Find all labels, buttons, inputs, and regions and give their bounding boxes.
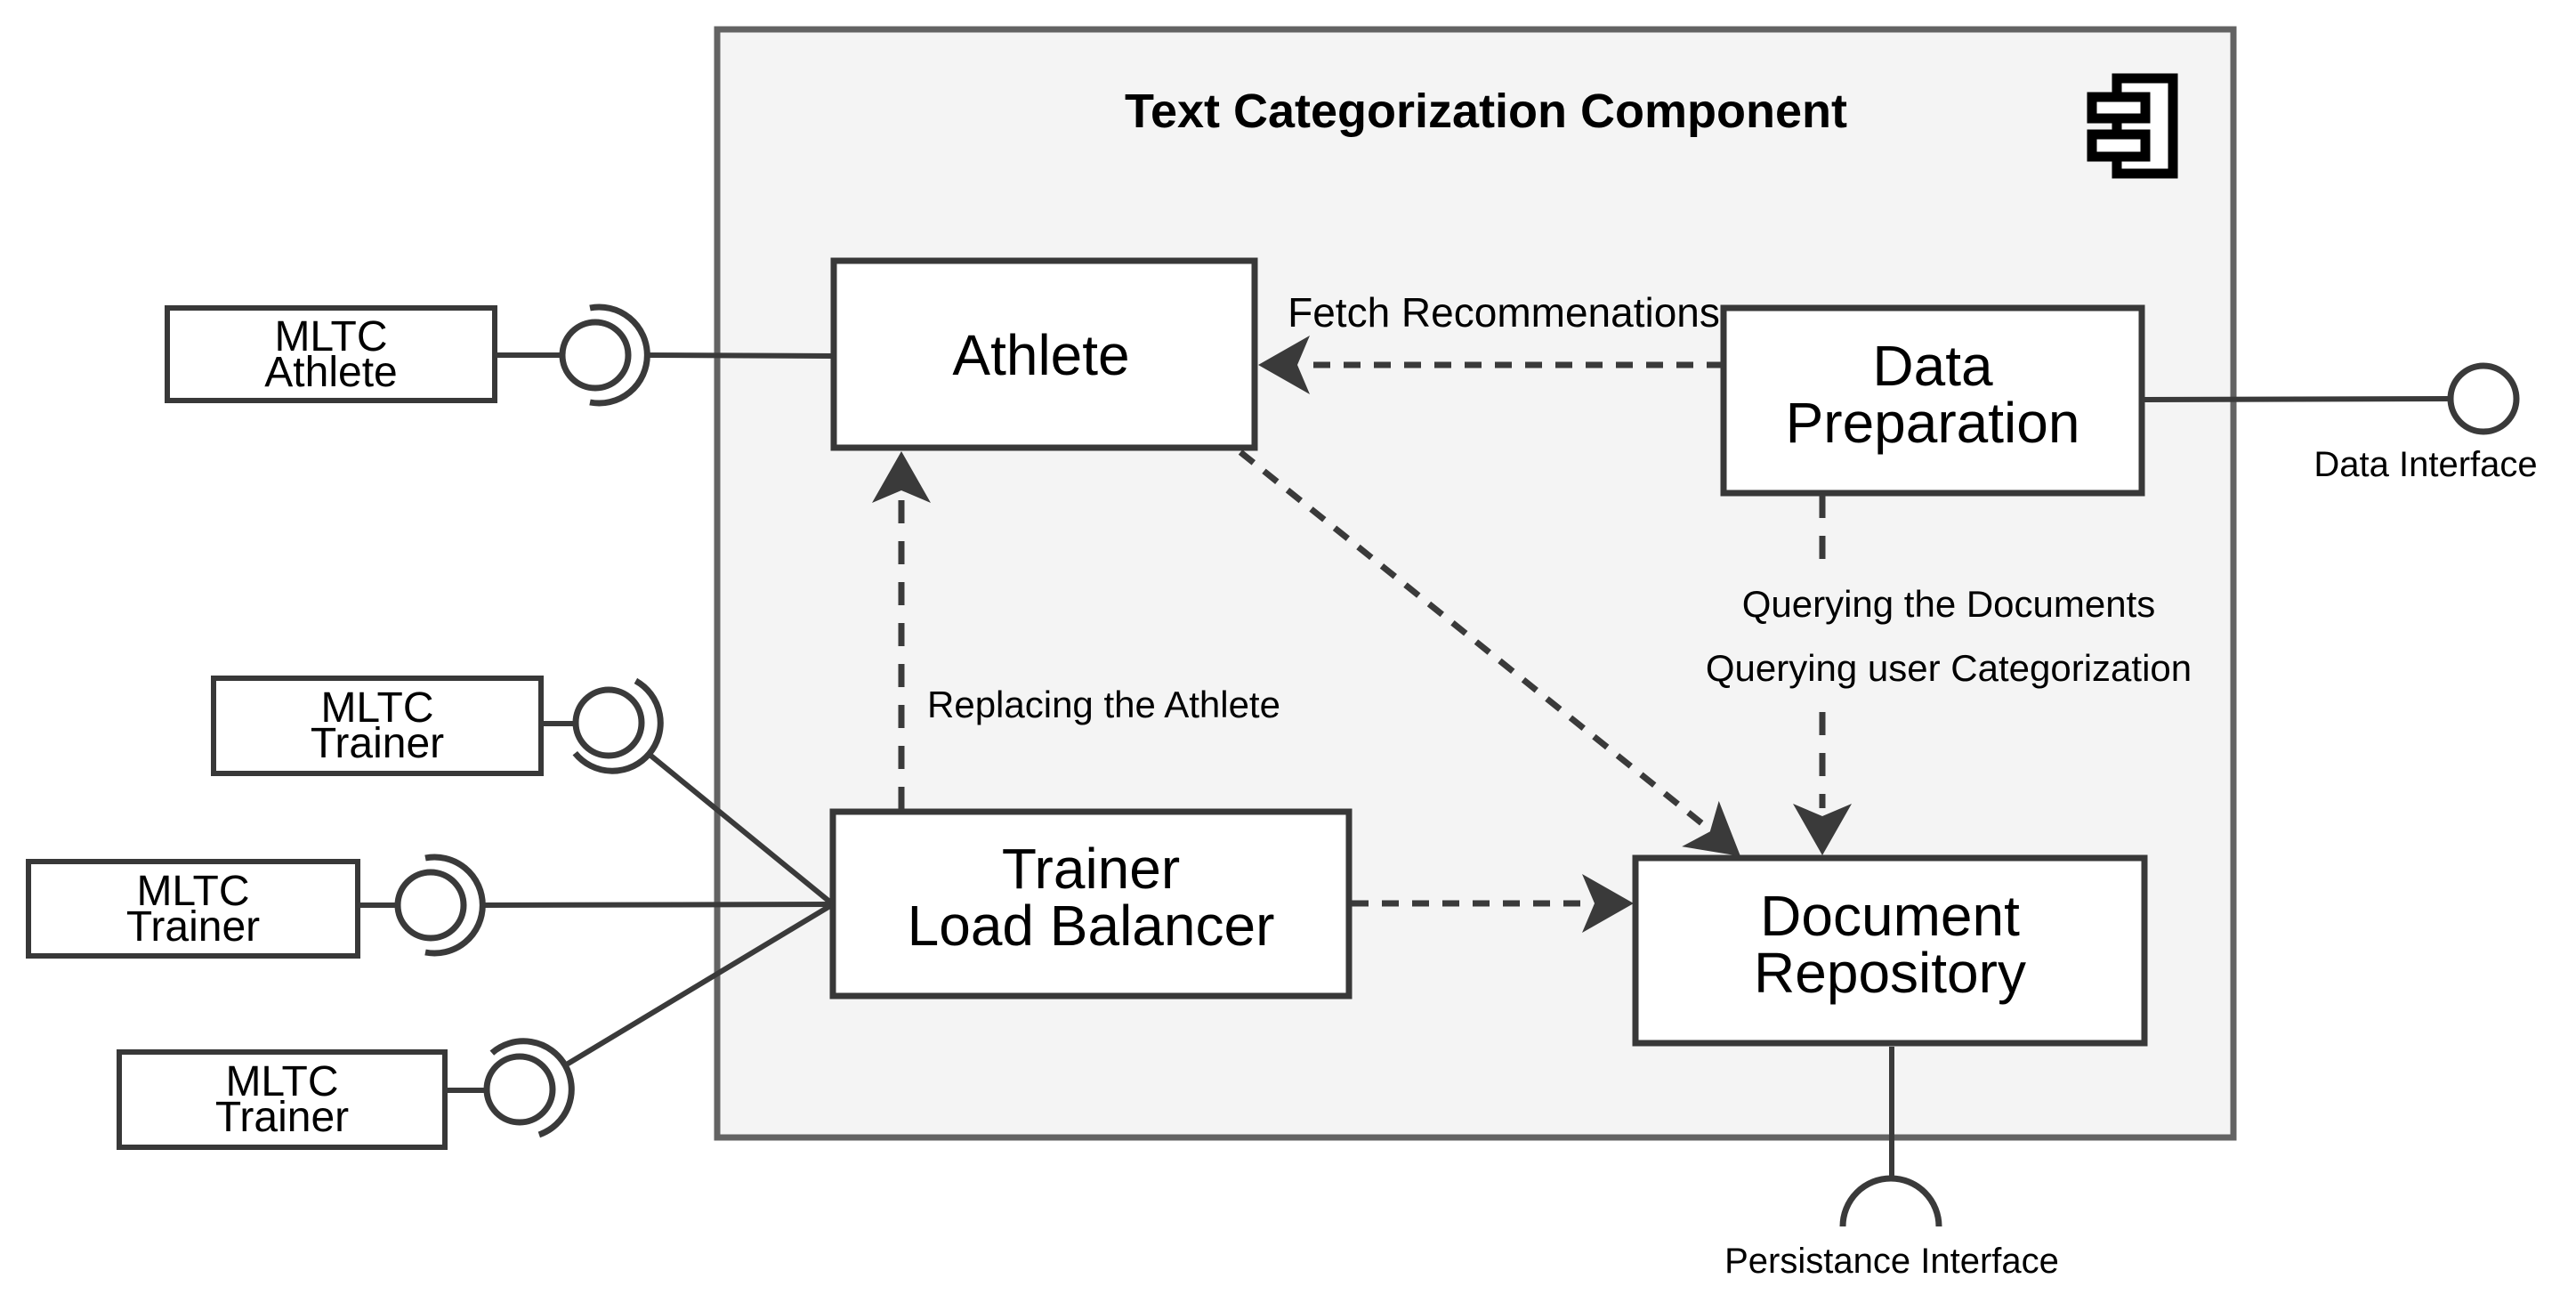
actor-mltc-trainer-1[interactable]: MLTC Trainer [211, 676, 544, 776]
interface-persistance[interactable]: Persistance Interface [1724, 1047, 2059, 1281]
persistance-interface-label: Persistance Interface [1724, 1242, 2059, 1281]
arrowhead-right-icon [1582, 874, 1634, 933]
provided-interface-ball-icon [559, 319, 632, 392]
edge-querying-documents[interactable]: Querying the Documents Querying user Cat… [1706, 495, 2192, 855]
fetch-recommendations-label: Fetch Recommenations [1288, 289, 1720, 336]
provided-interface-ball-icon [2447, 362, 2520, 435]
required-interface-socket-icon [1839, 1175, 1942, 1227]
mltc-trainer-2-label-line1: MLTC [136, 868, 249, 915]
diagram-title: Text Categorization Component [1125, 85, 1847, 138]
querying-user-categorization-label: Querying user Categorization [1706, 647, 2192, 689]
trainer-load-balancer-label-line1: Trainer [1002, 837, 1180, 901]
mltc-athlete-label-line1: MLTC [274, 313, 387, 360]
mltc-trainer-1-label-line2: Trainer [311, 720, 444, 767]
data-preparation-label-line2: Preparation [1786, 391, 2080, 455]
edge-replacing-athlete[interactable]: Replacing the Athlete [872, 451, 1280, 810]
data-interface-label: Data Interface [2314, 445, 2537, 484]
mltc-trainer-3-label-line2: Trainer [215, 1094, 349, 1141]
provided-interface-ball-icon [394, 869, 467, 942]
mltc-trainer-3-label-line1: MLTC [225, 1058, 338, 1105]
component-data-preparation[interactable]: Data Preparation [1720, 304, 2145, 497]
mltc-athlete-label-line2: Athlete [264, 349, 397, 396]
edge-athlete-to-document-repository[interactable] [1238, 449, 1759, 879]
connector-mltc-trainer-1[interactable] [539, 677, 835, 907]
edge-load-balancer-to-document-repository[interactable] [1352, 874, 1634, 933]
interface-data[interactable]: Data Interface [2141, 362, 2538, 484]
component-trainer-load-balancer[interactable]: Trainer Load Balancer [829, 808, 1353, 1000]
athlete-label: Athlete [952, 323, 1129, 387]
arrowhead-up-icon [872, 451, 931, 503]
arrowhead-left-icon [1258, 336, 1310, 394]
actor-mltc-trainer-2[interactable]: MLTC Trainer [26, 859, 360, 959]
component-athlete[interactable]: Athlete [830, 257, 1258, 451]
provided-interface-ball-icon [572, 686, 645, 759]
data-preparation-label-line1: Data [1872, 334, 1993, 398]
replacing-athlete-label: Replacing the Athlete [927, 684, 1280, 725]
uml-component-icon [2087, 73, 2178, 179]
component-document-repository[interactable]: Document Repository [1632, 854, 2148, 1047]
arrowhead-down-icon [1793, 804, 1852, 855]
mltc-trainer-1-label-line1: MLTC [320, 684, 433, 732]
connector-mltc-trainer-3[interactable] [445, 902, 835, 1138]
connector-mltc-trainer-2[interactable] [358, 854, 834, 957]
edge-fetch-recommendations[interactable]: Fetch Recommenations [1258, 289, 1724, 394]
querying-documents-label: Querying the Documents [1742, 583, 2156, 625]
provided-interface-ball-icon [483, 1053, 556, 1126]
document-repository-label-line2: Repository [1754, 941, 2026, 1005]
actor-mltc-trainer-3[interactable]: MLTC Trainer [117, 1049, 448, 1150]
mltc-trainer-2-label-line2: Trainer [126, 903, 260, 951]
document-repository-label-line1: Document [1760, 884, 2020, 948]
trainer-load-balancer-label-line2: Load Balancer [908, 894, 1275, 958]
arrowhead-diagonal-icon [1682, 800, 1740, 856]
connector-mltc-athlete[interactable] [495, 304, 835, 407]
actor-mltc-athlete[interactable]: MLTC Athlete [165, 305, 497, 403]
